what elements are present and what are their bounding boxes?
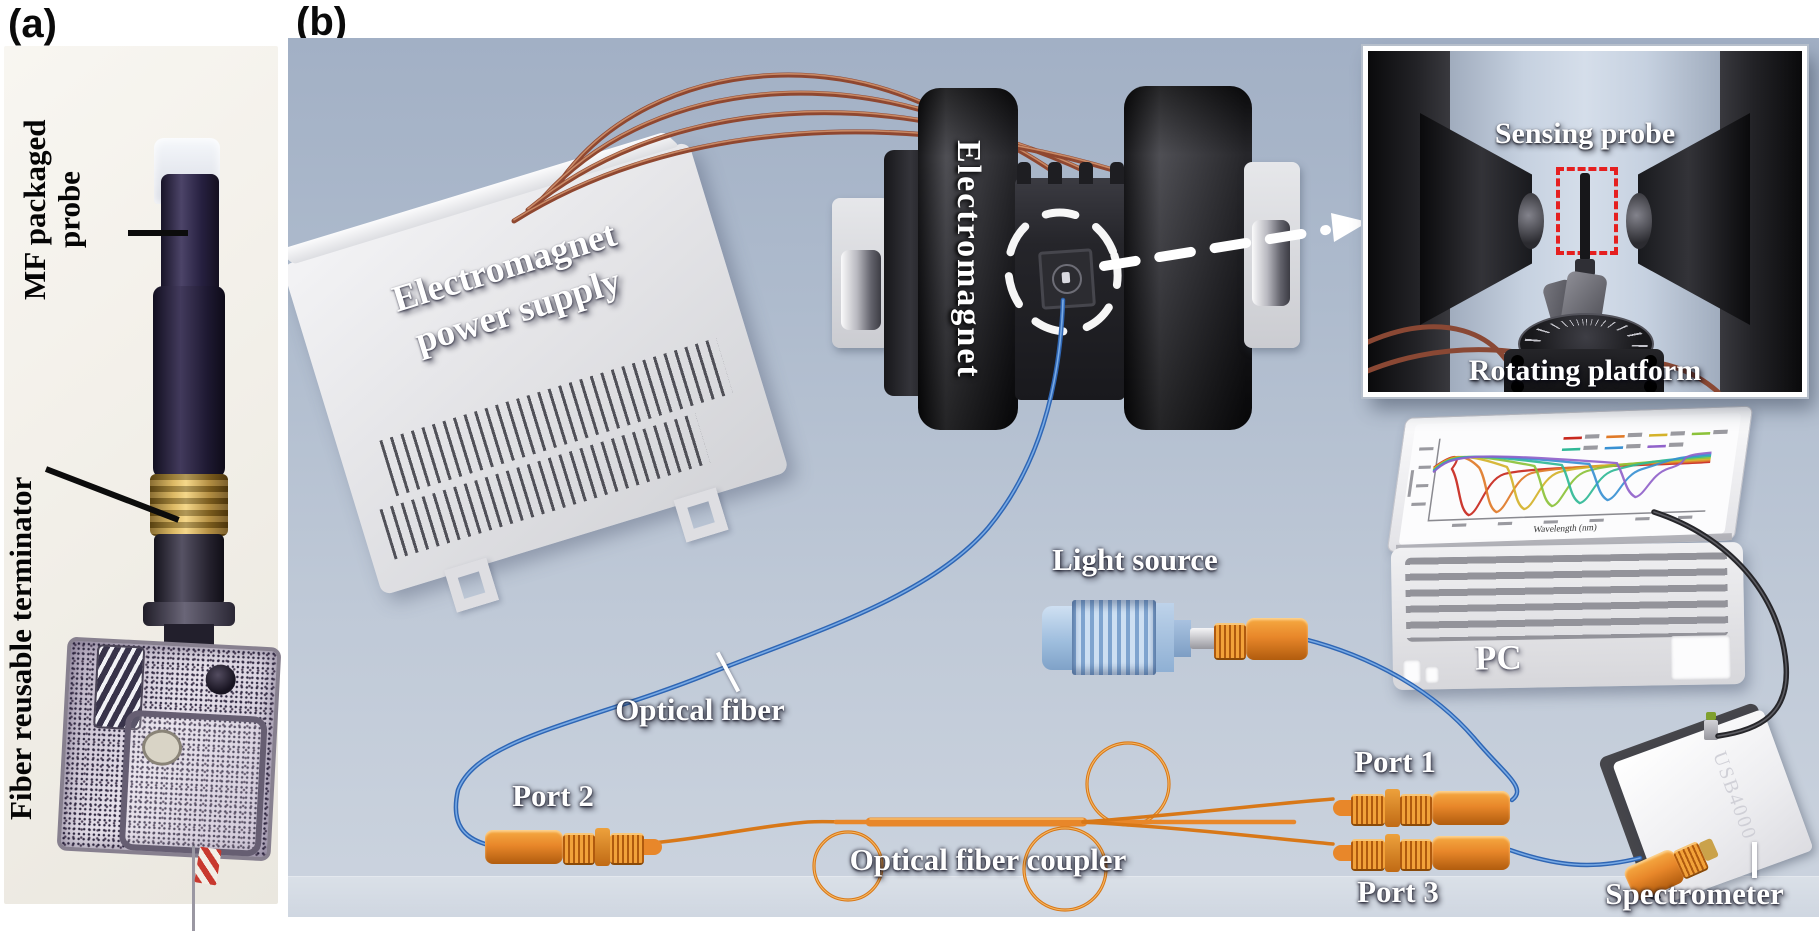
light-source-cap: [1042, 606, 1072, 670]
connector-body: [1432, 836, 1510, 870]
connector-nut: [563, 833, 595, 865]
port2-connector: [485, 827, 662, 867]
panel-b-letter: (b): [296, 0, 348, 44]
sensing-probe-rod: [1580, 173, 1590, 261]
pc-screen: Wavelength (nm): [1386, 405, 1754, 553]
sample-holder-chip: [1038, 248, 1096, 310]
connector-nut: [1400, 794, 1432, 826]
optical-fiber-label: Optical fiber: [615, 692, 785, 727]
probe-metal-collar: [154, 534, 224, 606]
light-source-hub: [1174, 620, 1191, 657]
light-source-ferrule: [1190, 628, 1216, 649]
probe-flange: [143, 602, 235, 626]
connector-flange: [1385, 789, 1400, 827]
electromagnet-label: Electromagnet: [950, 139, 987, 379]
spectrometer-pointer: [1752, 842, 1757, 878]
base-hole: [1511, 355, 1524, 368]
connector-nut: [1400, 839, 1432, 871]
probe-body: [153, 286, 225, 478]
pc-screen-plot: Wavelength (nm): [1398, 412, 1742, 546]
port3-label: Port 3: [1357, 874, 1439, 909]
port1-label: Port 1: [1354, 744, 1436, 779]
electromagnet-bore-left: [841, 250, 881, 330]
magnet-pole-tip-right: [1626, 193, 1652, 249]
light-source-connector: [1214, 618, 1310, 661]
sensing-probe-in-gap: [1061, 271, 1071, 284]
light-source-ring: [1156, 603, 1174, 672]
panel-a-letter: (a): [8, 2, 57, 46]
port1-connector: [1333, 788, 1510, 828]
pc-keyboard-vents: [1404, 552, 1729, 642]
connector-nut: [1351, 794, 1385, 826]
electromagnet-bore-right: [1252, 220, 1290, 306]
probe-pointer-line: [128, 230, 188, 236]
terminal-post-2: [1048, 162, 1062, 184]
fiber-terminator-label: Fiber reusable terminator: [3, 476, 38, 820]
connector-boot: [642, 839, 662, 855]
rotating-platform-label: Rotating platform: [1468, 354, 1702, 387]
terminator-plate: [118, 709, 268, 857]
terminal-post-1: [1017, 162, 1031, 184]
pc-pad-small-2: [1424, 666, 1440, 684]
connector-nut: [1351, 839, 1385, 871]
electromagnet-bracket-left: [832, 198, 890, 348]
terminator-disc: [141, 728, 183, 767]
terminal-post-4: [1110, 162, 1124, 184]
magnet-pole-tip-left: [1518, 193, 1544, 249]
base-hole: [1644, 380, 1657, 392]
spectrometer-model-text: USB4000: [1708, 748, 1761, 844]
connector-flange: [595, 828, 610, 866]
connector-boot: [1333, 845, 1353, 861]
panel-b-scene: Electromagnet power supply: [288, 38, 1819, 917]
panel-a-photo: MF packaged probe Fiber reusable termina…: [3, 46, 282, 931]
usb-plug-tab: [1706, 712, 1716, 720]
fiber-terminator-block: [56, 636, 282, 862]
connector-nut: [610, 833, 644, 865]
pc-trackpad: [1670, 635, 1732, 681]
coupler-label: Optical fiber coupler: [849, 842, 1127, 877]
light-source-label: Light source: [1052, 542, 1218, 577]
usb-plug: [1704, 720, 1718, 740]
terminator-needle: [192, 846, 195, 931]
spectra-chart: Wavelength (nm): [1407, 429, 1728, 534]
electromagnet-coil-left: Electromagnet: [918, 88, 1018, 430]
pc-pad-small-1: [1402, 659, 1422, 684]
port3-connector: [1333, 833, 1510, 873]
connector-body: [1246, 618, 1308, 660]
base-hole: [1644, 355, 1657, 368]
sensing-probe-label: Sensing probe: [1494, 117, 1676, 150]
inset-scene: Sensing probe Rotating platform: [1368, 51, 1802, 392]
connector-body: [1432, 791, 1510, 825]
terminator-hole: [204, 663, 237, 696]
connector-boot: [1333, 800, 1353, 816]
electromagnet-coil-right: [1124, 86, 1252, 430]
light-source-fins: [1072, 600, 1156, 675]
port2-label: Port 2: [512, 778, 594, 813]
rotating-platform-base: [1504, 349, 1664, 392]
spectrometer-label: Spectrometer: [1605, 876, 1784, 911]
connector-nut: [1214, 623, 1246, 660]
base-hole: [1511, 380, 1524, 392]
terminator-striped-flag: [194, 846, 222, 886]
chart-x-axis-label: Wavelength (nm): [1533, 522, 1598, 534]
connector-body: [485, 830, 563, 864]
mf-packaged-probe-label: MF packaged probe: [17, 119, 87, 301]
connector-flange: [1385, 834, 1400, 872]
probe-gold-ferrule: [150, 474, 228, 536]
inset-zoom-view: Sensing probe Rotating platform: [1361, 44, 1809, 399]
electromagnet-bracket-right: [1244, 162, 1300, 348]
pc-body: PC: [1390, 541, 1746, 691]
terminal-post-3: [1079, 162, 1093, 184]
